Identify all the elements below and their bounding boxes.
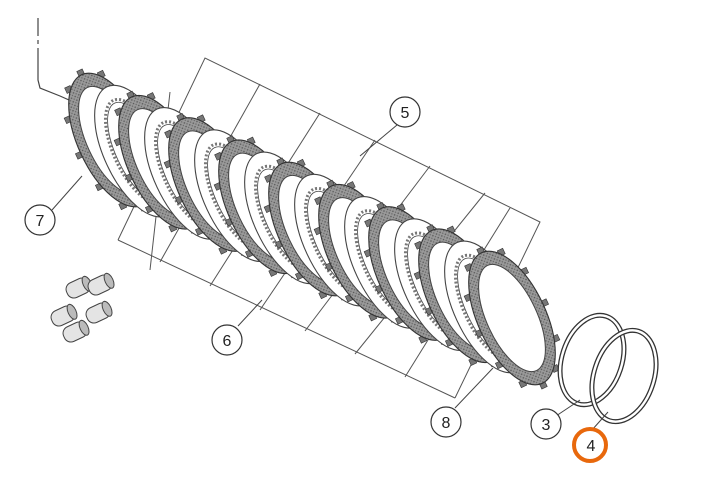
roller [85, 300, 113, 324]
leader-lines [51, 124, 609, 431]
callout-8-label: 8 [442, 415, 451, 432]
clutch-rollers [50, 272, 115, 343]
axis-line [37, 18, 79, 105]
callout-5-label: 5 [401, 105, 410, 122]
callout-3: 3 [530, 408, 562, 440]
callout-5: 5 [389, 96, 421, 128]
callout-4-label: 4 [587, 438, 596, 455]
callout-4-highlighted[interactable]: 4 [572, 427, 608, 463]
callout-6: 6 [211, 324, 243, 356]
friction-disc [463, 246, 561, 390]
roller [62, 319, 90, 343]
callout-7-label: 7 [36, 213, 45, 230]
callout-7: 7 [24, 204, 56, 236]
circlip-rings [557, 312, 659, 425]
roller [50, 303, 78, 327]
callout-6-label: 6 [223, 333, 232, 350]
callout-3-label: 3 [542, 417, 551, 434]
roller [87, 272, 115, 296]
callout-8: 8 [430, 406, 462, 438]
clutch-plate-stack [63, 68, 561, 390]
